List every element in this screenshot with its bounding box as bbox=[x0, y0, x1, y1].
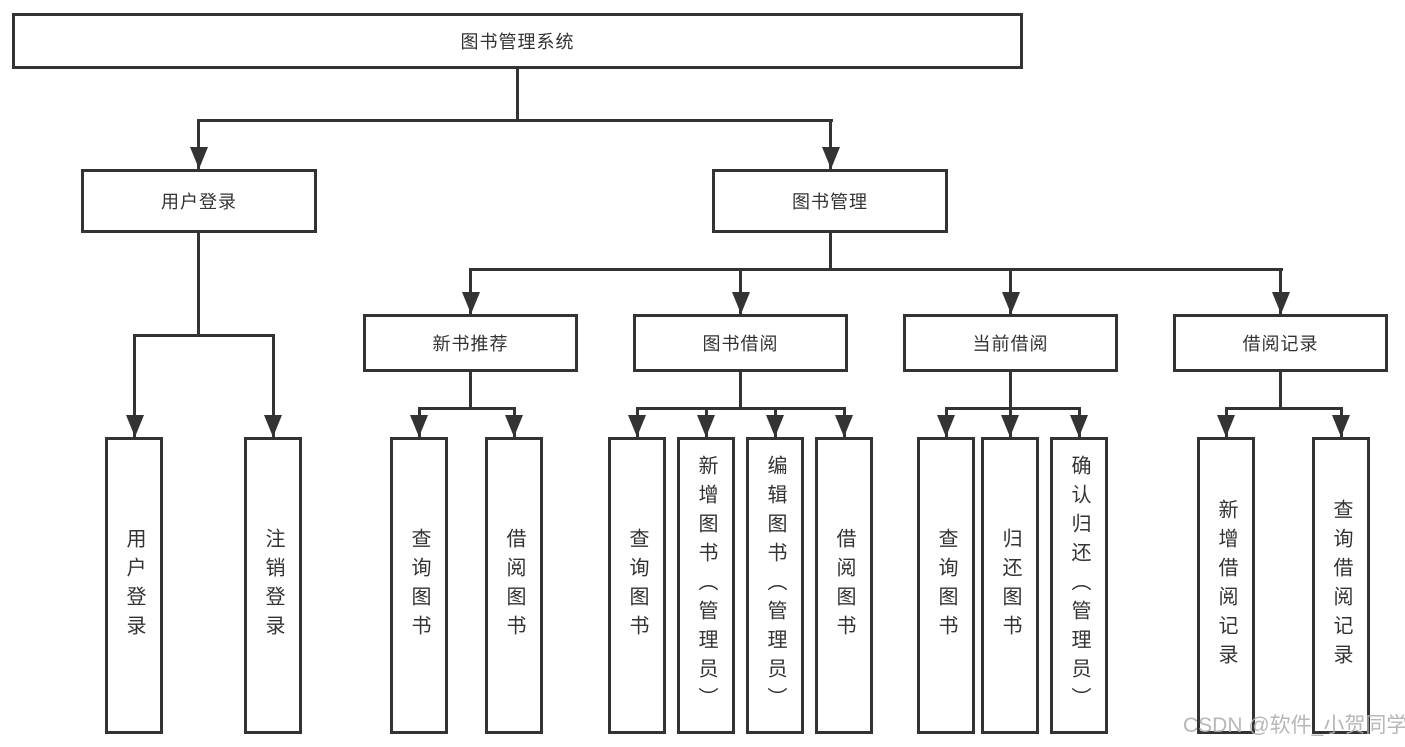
connector-root-stem bbox=[516, 69, 519, 122]
arrowhead-down-icon bbox=[126, 415, 144, 437]
connector-user-login-stem bbox=[197, 233, 200, 337]
leaf-current-query-books-label: 查询图书 bbox=[935, 527, 957, 644]
arrowhead-down-icon bbox=[462, 292, 480, 314]
connector-book-borrow-bus bbox=[636, 407, 846, 410]
leaf-user-login: 用户登录 bbox=[105, 437, 163, 734]
leaf-borrow-borrow-books: 借阅图书 bbox=[815, 437, 873, 734]
arrowhead-down-icon bbox=[1332, 415, 1350, 437]
connector-drop-borrow-records bbox=[1279, 268, 1282, 314]
node-user-login: 用户登录 bbox=[81, 169, 317, 233]
connector-recommend-bus bbox=[418, 407, 516, 410]
node-root: 图书管理系统 bbox=[12, 13, 1023, 69]
connector-level3-bus bbox=[469, 268, 1283, 271]
node-book-borrow: 图书借阅 bbox=[633, 314, 848, 372]
connector-book-borrow-stem bbox=[739, 372, 742, 410]
arrowhead-down-icon bbox=[937, 415, 955, 437]
arrowhead-down-icon bbox=[835, 415, 853, 437]
arrowhead-down-icon bbox=[822, 147, 840, 169]
leaf-current-confirm-return-admin-label: 确认归还（管理员） bbox=[1068, 455, 1090, 716]
connector-user-login-bus bbox=[133, 334, 275, 337]
leaf-recommend-query-books: 查询图书 bbox=[390, 437, 448, 734]
node-borrow-records: 借阅记录 bbox=[1173, 314, 1388, 372]
leaf-logout-label: 注销登录 bbox=[262, 527, 284, 644]
connector-current-borrow-stem bbox=[1009, 372, 1012, 410]
node-borrow-records-label: 借阅记录 bbox=[1242, 334, 1319, 354]
connector-drop-book-management bbox=[829, 119, 832, 169]
leaf-current-confirm-return-admin: 确认归还（管理员） bbox=[1050, 437, 1108, 734]
connector-drop-user-login bbox=[197, 119, 200, 169]
connector-book-management-stem bbox=[829, 233, 832, 271]
arrowhead-down-icon bbox=[697, 415, 715, 437]
arrowhead-down-icon bbox=[410, 415, 428, 437]
node-book-management: 图书管理 bbox=[712, 169, 948, 233]
leaf-recommend-borrow-books-label: 借阅图书 bbox=[503, 527, 525, 644]
arrowhead-down-icon bbox=[264, 415, 282, 437]
leaf-records-query-record-label: 查询借阅记录 bbox=[1330, 498, 1352, 673]
node-user-login-label: 用户登录 bbox=[161, 192, 237, 212]
connector-level2-bus bbox=[197, 119, 833, 122]
leaf-borrow-borrow-books-label: 借阅图书 bbox=[833, 527, 855, 644]
leaf-records-add-record: 新增借阅记录 bbox=[1197, 437, 1255, 734]
leaf-recommend-query-books-label: 查询图书 bbox=[408, 527, 430, 644]
arrowhead-down-icon bbox=[1272, 292, 1290, 314]
node-new-book-recommend: 新书推荐 bbox=[363, 314, 578, 372]
leaf-borrow-edit-books-admin-label: 编辑图书（管理员） bbox=[764, 455, 786, 716]
leaf-borrow-edit-books-admin: 编辑图书（管理员） bbox=[746, 437, 804, 734]
node-root-label: 图书管理系统 bbox=[460, 32, 575, 52]
leaf-borrow-add-books-admin-label: 新增图书（管理员） bbox=[695, 455, 717, 716]
node-current-borrow-label: 当前借阅 bbox=[972, 334, 1049, 354]
leaf-logout: 注销登录 bbox=[244, 437, 302, 734]
leaf-records-query-record: 查询借阅记录 bbox=[1312, 437, 1370, 734]
connector-recommend-stem bbox=[469, 372, 472, 410]
leaf-current-query-books: 查询图书 bbox=[917, 437, 975, 734]
arrowhead-down-icon bbox=[1070, 415, 1088, 437]
arrowhead-down-icon bbox=[190, 147, 208, 169]
connector-drop-leaf-logout bbox=[272, 334, 275, 437]
leaf-user-login-label: 用户登录 bbox=[123, 527, 145, 644]
leaf-recommend-borrow-books: 借阅图书 bbox=[485, 437, 543, 734]
arrowhead-down-icon bbox=[1001, 415, 1019, 437]
watermark: CSDN @软件_小贺同学 bbox=[1183, 714, 1405, 737]
leaf-borrow-add-books-admin: 新增图书（管理员） bbox=[677, 437, 735, 734]
arrowhead-down-icon bbox=[732, 292, 750, 314]
connector-drop-new-book-recommend bbox=[469, 268, 472, 314]
arrowhead-down-icon bbox=[1002, 292, 1020, 314]
arrowhead-down-icon bbox=[628, 415, 646, 437]
leaf-current-return-books-label: 归还图书 bbox=[999, 527, 1021, 644]
node-new-book-recommend-label: 新书推荐 bbox=[432, 334, 509, 354]
connector-current-borrow-bus bbox=[945, 407, 1081, 410]
node-book-management-label: 图书管理 bbox=[792, 192, 868, 212]
leaf-current-return-books: 归还图书 bbox=[981, 437, 1039, 734]
connector-borrow-records-stem bbox=[1279, 372, 1282, 410]
node-current-borrow: 当前借阅 bbox=[903, 314, 1118, 372]
leaf-records-add-record-label: 新增借阅记录 bbox=[1215, 498, 1237, 673]
connector-drop-book-borrow bbox=[739, 268, 742, 314]
connector-borrow-records-bus bbox=[1225, 407, 1343, 410]
connector-drop-current-borrow bbox=[1009, 268, 1012, 314]
node-book-borrow-label: 图书借阅 bbox=[702, 334, 779, 354]
leaf-borrow-query-books: 查询图书 bbox=[608, 437, 666, 734]
arrowhead-down-icon bbox=[505, 415, 523, 437]
leaf-borrow-query-books-label: 查询图书 bbox=[626, 527, 648, 644]
arrowhead-down-icon bbox=[766, 415, 784, 437]
arrowhead-down-icon bbox=[1217, 415, 1235, 437]
connector-drop-leaf-user-login bbox=[133, 334, 136, 437]
